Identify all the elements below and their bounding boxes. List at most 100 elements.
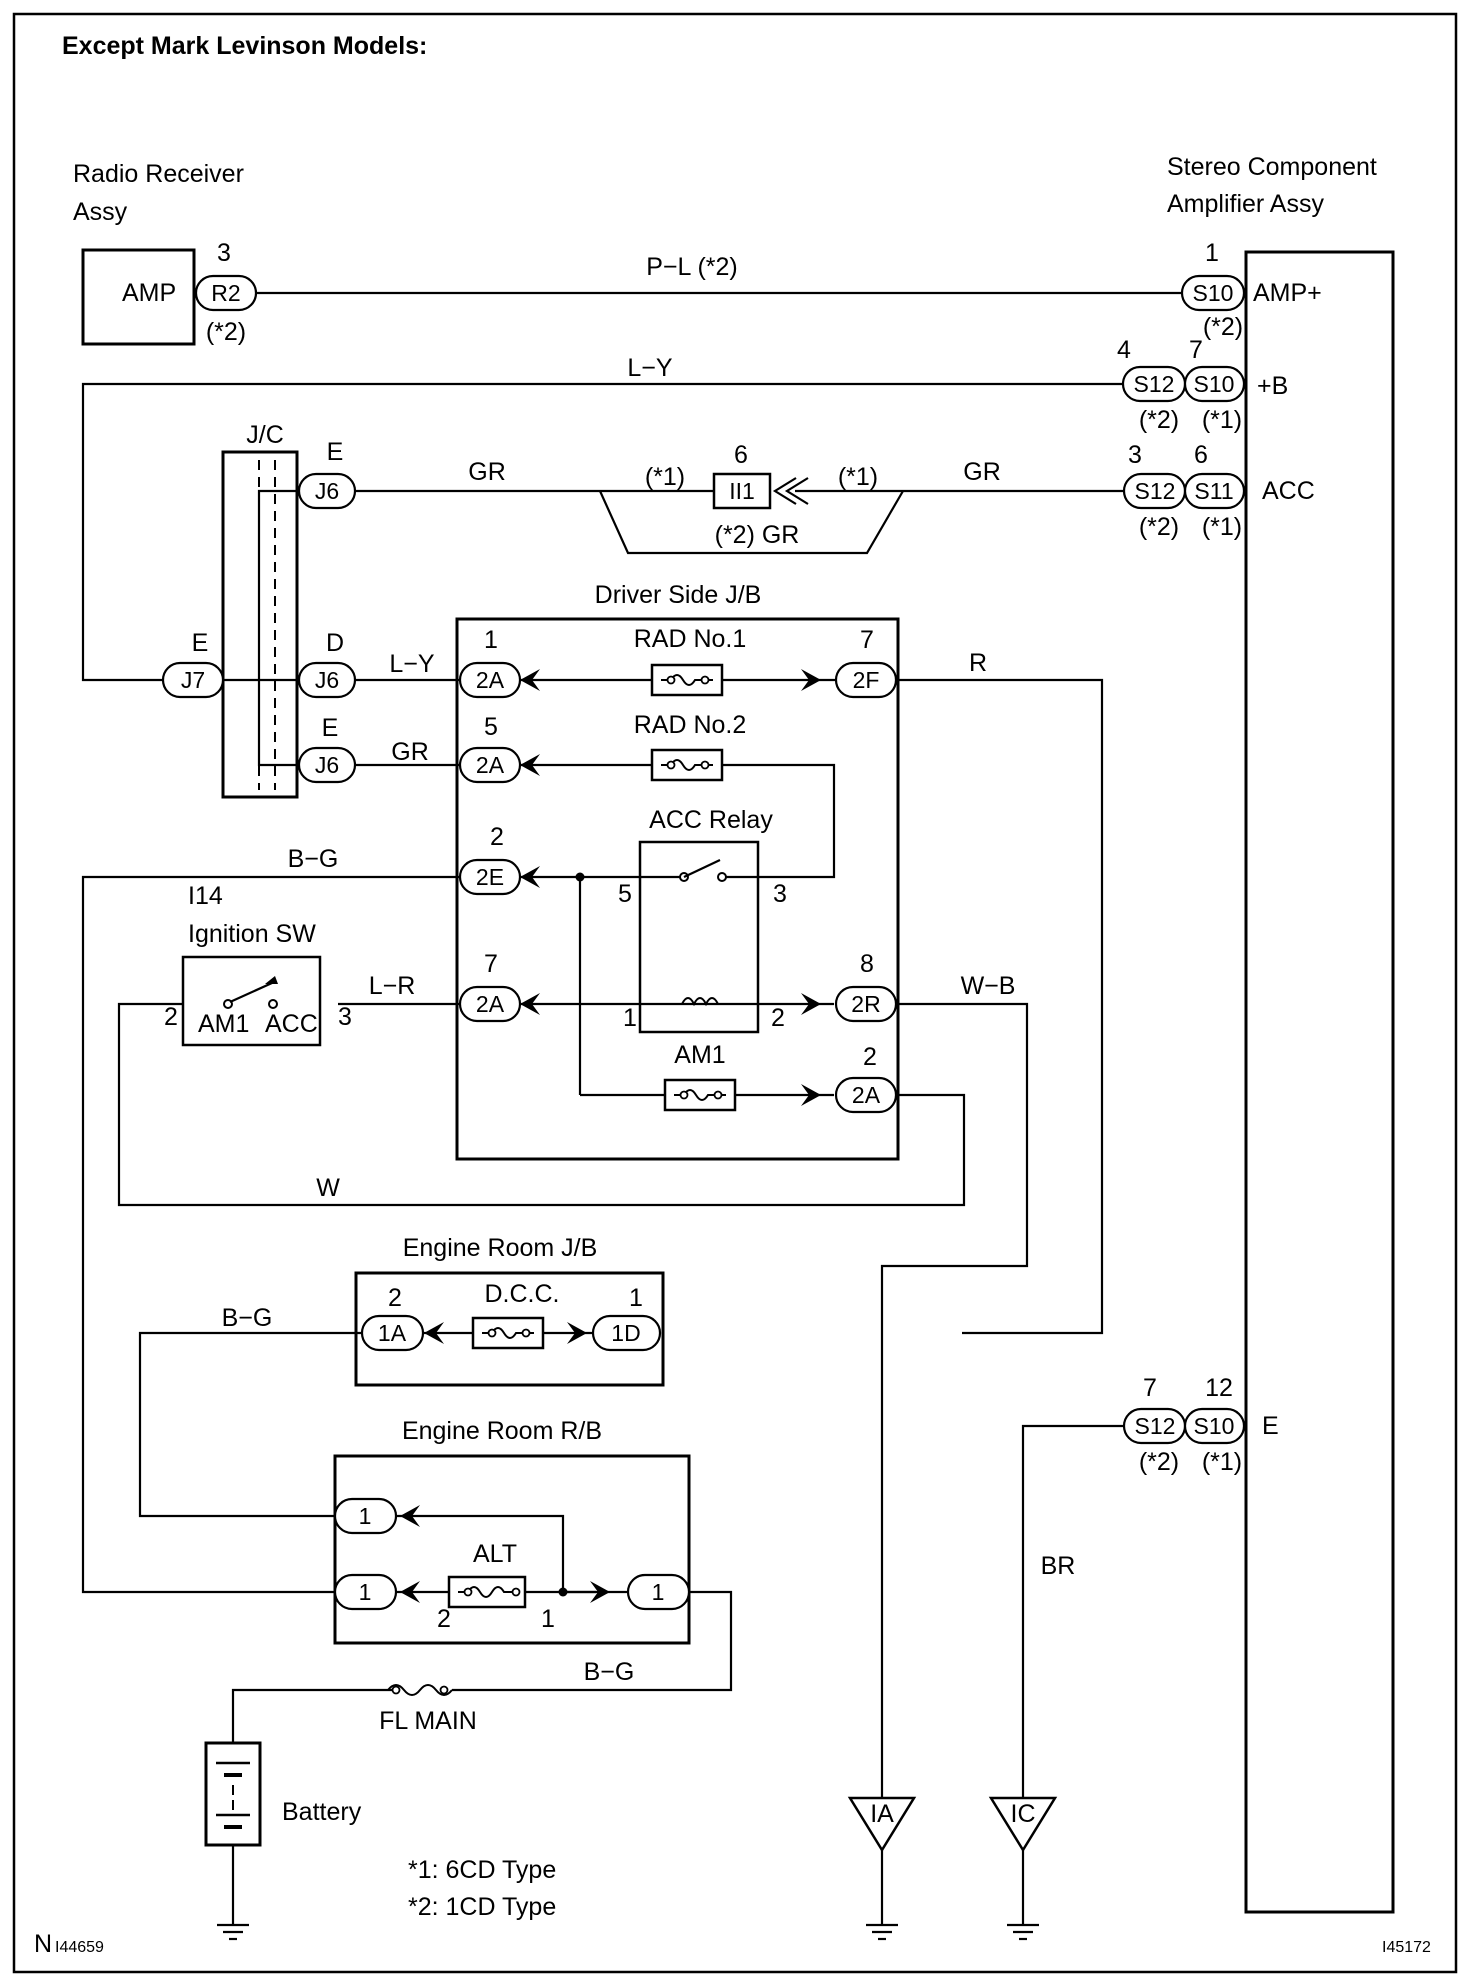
radio-amp-label: AMP [122, 279, 176, 307]
ii1-connector [712, 472, 809, 510]
connectors [161, 274, 1246, 1611]
pin-j7-e: E [192, 629, 209, 657]
pin-s10-12: 12 [1205, 1374, 1233, 1402]
2e-connector: 2E [476, 864, 504, 890]
wire-w-label: W [316, 1174, 340, 1202]
pin-relay-2: 2 [771, 1004, 785, 1032]
diagram-title: Except Mark Levinson Models: [62, 32, 427, 60]
1d-connector: 1D [611, 1320, 640, 1346]
engine-jb-label: Engine Room J/B [403, 1234, 598, 1262]
s11-connector-acc: S11 [1194, 478, 1233, 504]
note-2: *2: 1CD Type [408, 1893, 556, 1921]
pin-1d-1: 1 [629, 1284, 643, 1312]
am1-fuse-label: AM1 [674, 1041, 725, 1069]
battery-label: Battery [282, 1798, 362, 1826]
pin-2r-8: 8 [860, 950, 874, 978]
rad-no2-fuse-icon [650, 748, 724, 782]
ground-ia-icon [847, 1796, 917, 1895]
pin-j6-d: D [326, 629, 344, 657]
pin-s12-4: 4 [1117, 336, 1131, 364]
2r-connector: 2R [851, 991, 880, 1017]
wire-ly-top-label: L−Y [627, 354, 673, 382]
r2-connector: R2 [211, 280, 240, 306]
pin-ii1-6: 6 [734, 441, 748, 469]
wire-br-label: BR [1041, 1552, 1076, 1580]
s10-connector-b: S10 [1194, 371, 1235, 397]
wire-gr-left-label: GR [468, 458, 506, 486]
2a-connector-7: 2A [476, 991, 505, 1017]
pin-r2-3: 3 [217, 239, 231, 267]
engine-rb-label: Engine Room R/B [402, 1417, 602, 1445]
figure-id-left: I44659 [55, 1939, 104, 1956]
pin-alt-2: 2 [437, 1605, 451, 1633]
pin-relay-5: 5 [618, 880, 632, 908]
s10-connector-amp: S10 [1193, 280, 1234, 306]
mark-s10-e-star1: (*1) [1202, 1448, 1242, 1476]
ic-ground-symbol-icon [1005, 1893, 1041, 1941]
j6-connector-low: J6 [315, 752, 339, 778]
battery-icon [204, 1741, 262, 1847]
wires [81, 291, 1182, 1895]
driver-jb-box [455, 617, 900, 1161]
driver-jb-label: Driver Side J/B [595, 581, 762, 609]
ia-ground-symbol-icon [864, 1893, 900, 1941]
pin-s12-3: 3 [1128, 441, 1142, 469]
wire-gr-right-label: GR [963, 458, 1001, 486]
rb-connector-left: 1 [359, 1579, 372, 1605]
pin-relay-3: 3 [773, 880, 787, 908]
wire-bg-bottom-label: B−G [584, 1658, 635, 1686]
acc-relay-box [638, 840, 760, 1034]
mark-ii1-right-star1: (*1) [838, 463, 878, 491]
alt-fuse-icon [447, 1575, 527, 1609]
jc-box [221, 450, 299, 799]
ignition-name-label: Ignition SW [188, 920, 316, 948]
plus-b-terminal: +B [1257, 372, 1288, 400]
amplifier-label-2: Amplifier Assy [1167, 190, 1324, 218]
engine-jb-box [354, 1271, 665, 1387]
pin-s10-1: 1 [1205, 239, 1219, 267]
amplifier-box [1244, 250, 1395, 1914]
mark-s10-star2: (*2) [1203, 313, 1243, 341]
acc-relay-label: ACC Relay [649, 806, 773, 834]
fl-main-fusible-link-icon [387, 1681, 453, 1699]
wire-bg-top-label: B−G [288, 845, 339, 873]
wire-bg-mid-label: B−G [222, 1304, 273, 1332]
pin-2f-7: 7 [860, 626, 874, 654]
ignition-id-label: I14 [188, 882, 223, 910]
amplifier-label-1: Stereo Component [1167, 153, 1377, 181]
rad-no1-fuse-icon [650, 663, 724, 697]
pin-2a-1: 1 [484, 626, 498, 654]
battery-ground-icon [215, 1893, 251, 1941]
pin-2a-2: 2 [863, 1043, 877, 1071]
radio-receiver-label-1: Radio Receiver [73, 160, 244, 188]
dcc-label: D.C.C. [485, 1280, 560, 1308]
pin-2e-2: 2 [490, 823, 504, 851]
mark-ii1-left-star1: (*1) [645, 463, 685, 491]
wire-ly-mid-label: L−Y [389, 650, 435, 678]
pin-alt-1: 1 [541, 1605, 555, 1633]
wire-pl-label: P−L (*2) [646, 253, 737, 281]
pin-s11-6: 6 [1194, 441, 1208, 469]
alt-label: ALT [473, 1540, 517, 1568]
acc-terminal: ACC [1262, 477, 1315, 505]
rb-connector-right: 1 [652, 1579, 665, 1605]
wire-gr-mid-label: GR [391, 738, 429, 766]
jc-label: J/C [246, 421, 284, 449]
amp-plus-terminal: AMP+ [1253, 279, 1322, 307]
j6-connector-top: J6 [315, 478, 339, 504]
rad-no2-label: RAD No.2 [634, 711, 747, 739]
s12-connector-acc: S12 [1135, 478, 1176, 504]
figure-id-right: I45172 [1382, 1939, 1431, 1956]
mark-s12-b-star2: (*2) [1139, 406, 1179, 434]
mark-r2-star2: (*2) [206, 318, 246, 346]
engine-rb-box [333, 1454, 691, 1645]
radio-receiver-box [81, 248, 196, 346]
2f-connector: 2F [853, 667, 880, 693]
2a-connector-2: 2A [852, 1082, 881, 1108]
rb-connector-top: 1 [359, 1503, 372, 1529]
pin-ign-2: 2 [164, 1003, 178, 1031]
e-terminal: E [1262, 1412, 1279, 1440]
2a-connector-1: 2A [476, 667, 505, 693]
figure-id-left-prefix: N [34, 1930, 52, 1958]
